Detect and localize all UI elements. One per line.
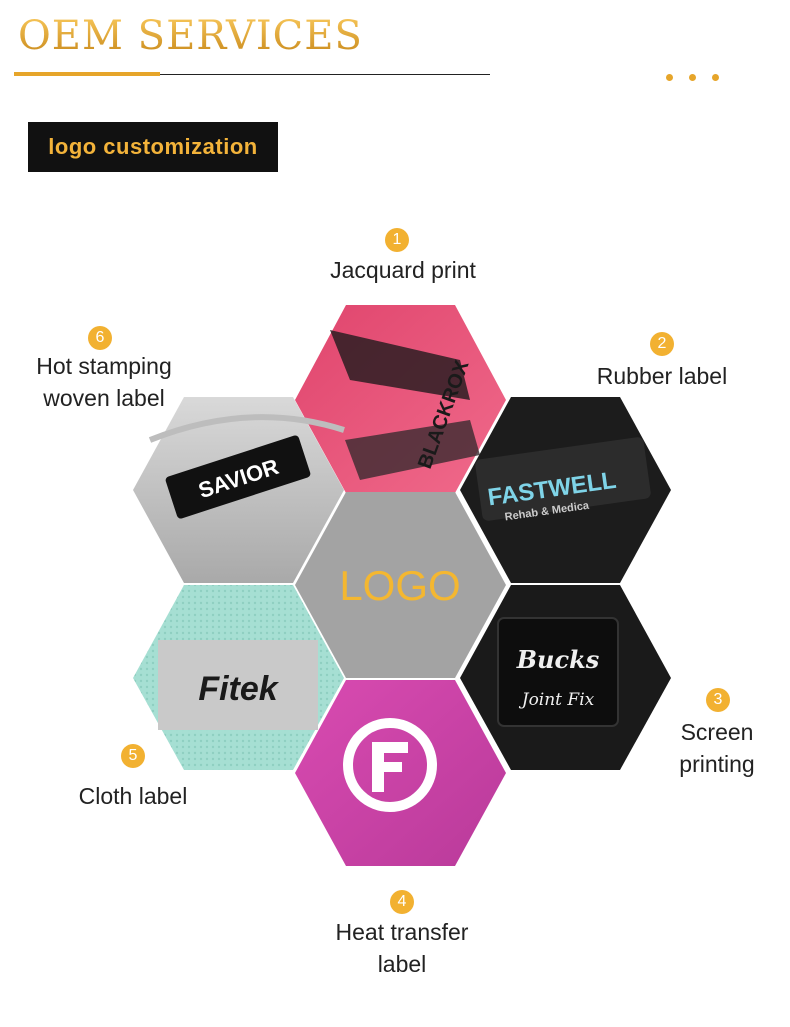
hex-screen-printing: Bucks Joint Fix: [460, 585, 671, 770]
page-title: OEM SERVICES: [18, 13, 363, 59]
hex-hot-stamping: SAVIOR: [133, 397, 345, 583]
item-3-label-line2: printing: [679, 751, 755, 778]
hex-jacquard-print: BLACKROX: [295, 305, 506, 493]
decorative-dots: [666, 68, 735, 86]
item-4-label-line2: label: [377, 951, 427, 978]
item-6-label-line1: Hot stamping: [36, 353, 172, 379]
header-accent-rule: [14, 72, 160, 76]
item-2-label: Rubber label: [596, 363, 728, 389]
hex-heat-transfer: [295, 680, 506, 866]
item-3-label-line1: Screen: [680, 719, 754, 745]
item-5-number: 5: [121, 744, 145, 768]
item-3-label: Screen printing: [652, 716, 782, 780]
item-6-label-line2: woven label: [43, 385, 165, 412]
item-1-number: 1: [385, 228, 409, 252]
item-4-label: Heat transfer label: [302, 916, 502, 980]
item-2-number: 2: [650, 332, 674, 356]
item-1-label: Jacquard print: [330, 257, 476, 283]
brand-fitek: Fitek: [198, 670, 279, 708]
brand-bucks-sub: Joint Fix: [519, 690, 595, 710]
section-badge: logo customization: [28, 122, 278, 172]
header-rule: [14, 74, 490, 75]
item-5-label: Cloth label: [78, 783, 188, 809]
hex-rubber-label: FASTWELL Rehab & Medica: [460, 397, 671, 583]
item-6-label: Hot stamping woven label: [14, 350, 194, 414]
item-3-number: 3: [706, 688, 730, 712]
item-4-number: 4: [390, 890, 414, 914]
item-4-label-line1: Heat transfer: [335, 919, 469, 945]
center-logo-text: LOGO: [339, 562, 460, 609]
brand-bucks: Bucks: [516, 645, 600, 674]
hex-center-logo: LOGO: [295, 492, 506, 678]
item-6-number: 6: [88, 326, 112, 350]
hex-cloth-label: Fitek: [133, 585, 344, 770]
